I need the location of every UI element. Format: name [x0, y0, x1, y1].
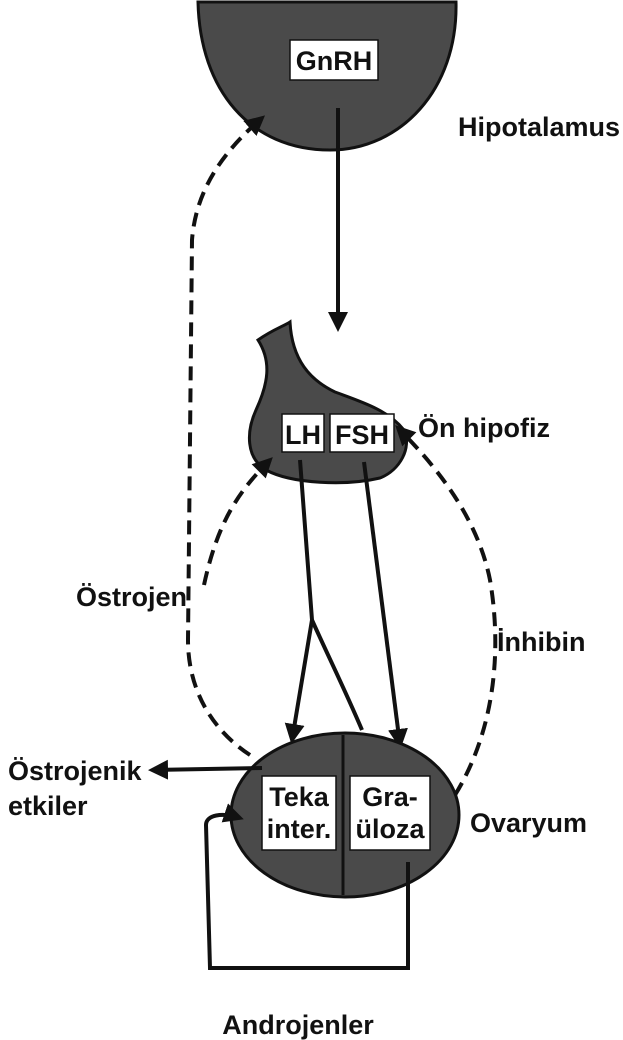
gnrh-label: GnRH [296, 46, 373, 76]
theca-label-line1: Teka [269, 782, 330, 812]
inhibin-label: İnhibin [497, 627, 585, 657]
hypothalamus-label: Hipotalamus [458, 112, 620, 142]
ovary-label: Ovaryum [470, 808, 587, 838]
estrogenic-effects-label-line2: etkiler [8, 791, 88, 821]
theca-label-line2: inter. [267, 814, 332, 844]
estrogenic-effects-label-line1: Östrojenik [8, 756, 143, 786]
estrogenic-effects-arrow [152, 768, 262, 770]
lh-label: LH [285, 420, 321, 450]
pituitary-label: Ön hipofiz [418, 413, 550, 443]
estrogen-label: Östrojen [76, 582, 187, 612]
androgens-label: Androjenler [222, 1010, 374, 1040]
estrogen-pituitary-feedback-arrow [204, 460, 270, 585]
granulosa-label-line2: üloza [355, 814, 425, 844]
lh-to-theca-arrow [292, 460, 312, 740]
granulosa-label-line1: Gra- [362, 782, 418, 812]
lh-to-granulosa-arrow [312, 620, 362, 730]
fsh-to-granulosa-arrow [364, 462, 400, 745]
inhibin-feedback-arrow [398, 428, 495, 795]
fsh-label: FSH [335, 420, 389, 450]
pituitary-shape [249, 322, 406, 483]
